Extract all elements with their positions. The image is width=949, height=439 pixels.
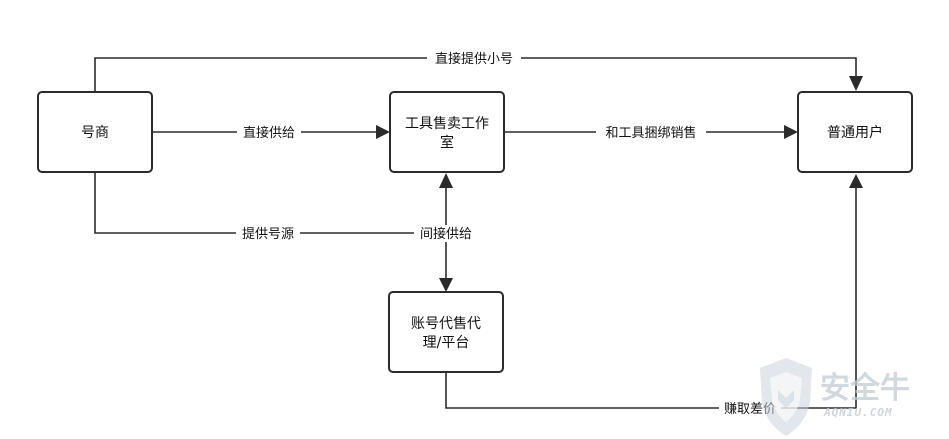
node-platform-label-line1: 账号代售代 bbox=[411, 316, 481, 332]
node-platform-label-line2: 理/平台 bbox=[423, 335, 470, 351]
node-studio-label-line2: 室 bbox=[440, 134, 454, 151]
label-platform-to-studio: 间接供给 bbox=[420, 226, 472, 242]
arrowhead-to-studio bbox=[439, 173, 453, 188]
node-studio-label-line1: 工具售卖工作 bbox=[405, 116, 489, 132]
arrowhead-platform-to-user bbox=[849, 174, 863, 188]
watermark-shield-icon bbox=[760, 358, 812, 436]
arrowhead-dealer-to-studio bbox=[376, 125, 390, 139]
node-dealer[interactable]: 号商 bbox=[37, 91, 153, 173]
arrowhead-studio-to-user bbox=[784, 125, 798, 139]
arrowhead-dealer-to-user bbox=[849, 76, 863, 91]
node-user[interactable]: 普通用户 bbox=[797, 91, 913, 173]
edge-labels: 直接提供小号 直接供给 和工具捆绑销售 提供号源 间接供给 赚取差价 bbox=[236, 50, 781, 417]
watermark: 安全牛 AQNIU.COM bbox=[760, 358, 910, 436]
node-platform[interactable]: 账号代售代 理/平台 bbox=[388, 291, 504, 373]
watermark-text: 安全牛 bbox=[820, 371, 910, 406]
label-dealer-to-studio: 直接供给 bbox=[243, 125, 295, 141]
label-dealer-to-user: 直接提供小号 bbox=[435, 51, 513, 67]
node-studio[interactable]: 工具售卖工作 室 bbox=[389, 91, 505, 173]
node-dealer-label: 号商 bbox=[81, 125, 109, 141]
edge-dealer-to-supply bbox=[94, 172, 446, 234]
node-user-label: 普通用户 bbox=[827, 124, 883, 141]
label-dealer-to-platform: 提供号源 bbox=[242, 226, 294, 242]
label-studio-to-user: 和工具捆绑销售 bbox=[605, 125, 696, 141]
watermark-subtext: AQNIU.COM bbox=[823, 406, 893, 419]
edge-platform-to-user bbox=[445, 186, 857, 409]
arrowhead-to-platform bbox=[439, 278, 453, 292]
